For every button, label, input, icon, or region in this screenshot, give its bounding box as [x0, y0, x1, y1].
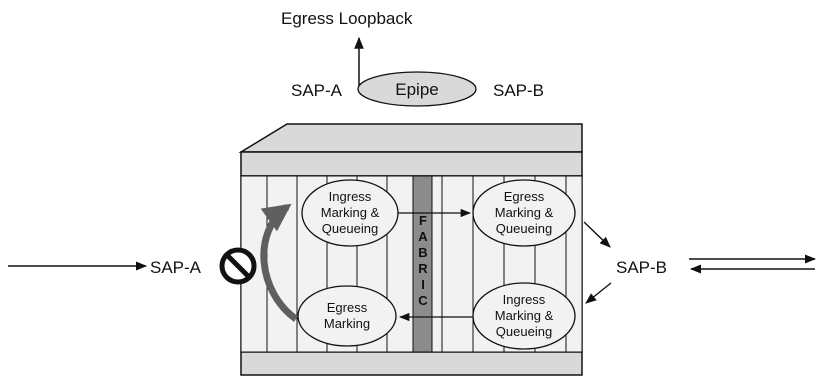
- ingress-a-line-2: Marking &: [321, 205, 380, 220]
- chassis-top-band: [240, 151, 583, 177]
- blocked-icon: [219, 247, 257, 285]
- egress-marking-a: [297, 285, 397, 347]
- top-sap-a-label: SAP-A: [291, 81, 343, 100]
- sap-b-to-ingress-arrow: [585, 282, 612, 304]
- line-card-slot: [441, 175, 474, 353]
- ingress-a-line-1: Ingress: [329, 189, 372, 204]
- epipe-service-oval: [357, 71, 477, 107]
- fabric-label: F A B R I C: [418, 213, 428, 308]
- chassis-top-panel: [238, 123, 583, 153]
- ingress-a-line-3: Queueing: [322, 221, 378, 236]
- egress-a-line-1: Egress: [327, 300, 368, 315]
- fabric-letter: B: [418, 245, 427, 260]
- epipe-label: Epipe: [395, 80, 438, 99]
- fabric-letter: A: [418, 229, 428, 244]
- egress-loopback-curve: [260, 203, 299, 322]
- egress-b-line-3: Queueing: [496, 221, 552, 236]
- chassis-bottom-band: [240, 351, 583, 376]
- left-sap-a-label: SAP-A: [150, 258, 202, 277]
- egress-loopback-label: Egress Loopback: [281, 9, 413, 28]
- ingress-b-line-3: Queueing: [496, 324, 552, 339]
- ingress-b-line-1: Ingress: [503, 292, 546, 307]
- egress-b-line-2: Marking &: [495, 205, 554, 220]
- line-card-slot: [431, 175, 443, 353]
- egress-b-line-1: Egress: [504, 189, 545, 204]
- fabric-letter: I: [421, 277, 425, 292]
- fabric-letter: C: [418, 293, 428, 308]
- right-sap-b-label: SAP-B: [616, 258, 667, 277]
- top-sap-b-label: SAP-B: [493, 81, 544, 100]
- ingress-marking-queueing-b: [472, 282, 576, 350]
- egress-marking-queueing-b: [472, 179, 576, 247]
- egress-to-sap-b-arrow: [583, 221, 611, 248]
- egress-a-line-2: Marking: [324, 316, 370, 331]
- fabric-letter: F: [419, 213, 427, 228]
- fabric-letter: R: [418, 261, 428, 276]
- ingress-b-line-2: Marking &: [495, 308, 554, 323]
- line-card-slot: [266, 175, 298, 353]
